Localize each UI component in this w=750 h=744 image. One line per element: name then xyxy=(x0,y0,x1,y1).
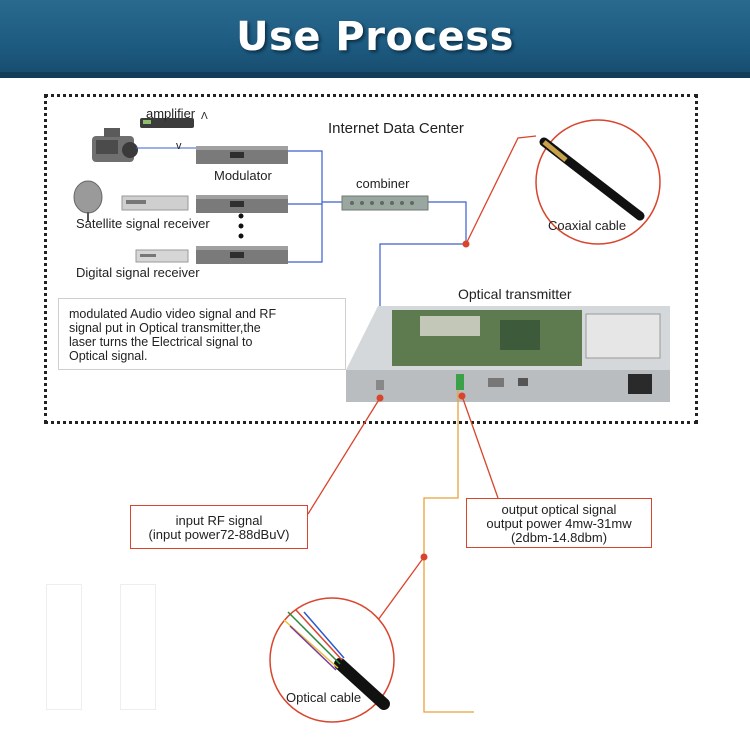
modulator-label: Modulator xyxy=(214,168,272,183)
optical-cable-callout xyxy=(269,597,395,723)
optical-fiber-line xyxy=(423,390,474,713)
leader-lines xyxy=(307,395,499,621)
data-center-frame xyxy=(44,94,698,424)
output-optical-dbm: (2dbm-14.8dbm) xyxy=(510,530,608,545)
description-line: laser turns the Electrical signal to xyxy=(69,335,253,349)
camera-icon xyxy=(92,128,138,162)
description-line: signal put in Optical transmitter,the xyxy=(69,321,261,335)
coaxial-callout xyxy=(462,119,661,248)
input-rf-power: (input power72-88dBuV) xyxy=(148,527,290,542)
data-center-title: Internet Data Center xyxy=(328,120,464,137)
digital-receiver-icon xyxy=(135,249,189,263)
coaxial-cable-label: Coaxial cable xyxy=(548,218,627,233)
satellite-receiver-label: Satellite signal receiver xyxy=(76,216,210,231)
input-rf-title: input RF signal xyxy=(175,513,263,528)
banner-stripe xyxy=(0,72,750,78)
output-optical-box: output optical signal output power 4mw-3… xyxy=(466,498,652,548)
description-box: modulated Audio video signal and RF sign… xyxy=(58,298,346,370)
page-title: Use Process xyxy=(236,14,514,60)
optical-transmitter-label: Optical transmitter xyxy=(458,286,572,302)
amplifier-label: amplifier xyxy=(146,106,196,121)
description-line: modulated Audio video signal and RF xyxy=(69,307,277,321)
satellite-dish-icon xyxy=(73,180,103,222)
leader-dots xyxy=(376,392,466,561)
modulator-icon xyxy=(196,195,288,213)
up-arrow-glyph: Λ xyxy=(201,111,208,122)
modulator-icon xyxy=(196,246,288,264)
optical-cable-label: Optical cable xyxy=(286,690,362,705)
ghost-frame xyxy=(120,584,156,710)
combiner-icon xyxy=(341,195,429,211)
more-dots xyxy=(238,213,244,239)
down-arrow-glyph: v xyxy=(176,140,182,152)
ghost-frame xyxy=(46,584,82,710)
satellite-receiver-icon xyxy=(121,195,189,211)
amplifier-icon xyxy=(140,118,194,128)
input-rf-box: input RF signal (input power72-88dBuV) xyxy=(130,505,308,549)
header-banner xyxy=(0,0,750,78)
optical-transmitter-icon xyxy=(346,306,670,402)
combiner-label: combiner xyxy=(356,176,410,191)
modulator-icon xyxy=(196,146,288,164)
output-optical-power: output power 4mw-31mw xyxy=(486,516,632,531)
digital-receiver-label: Digital signal receiver xyxy=(76,265,200,280)
output-optical-title: output optical signal xyxy=(501,502,617,517)
description-line: Optical signal. xyxy=(69,349,148,363)
